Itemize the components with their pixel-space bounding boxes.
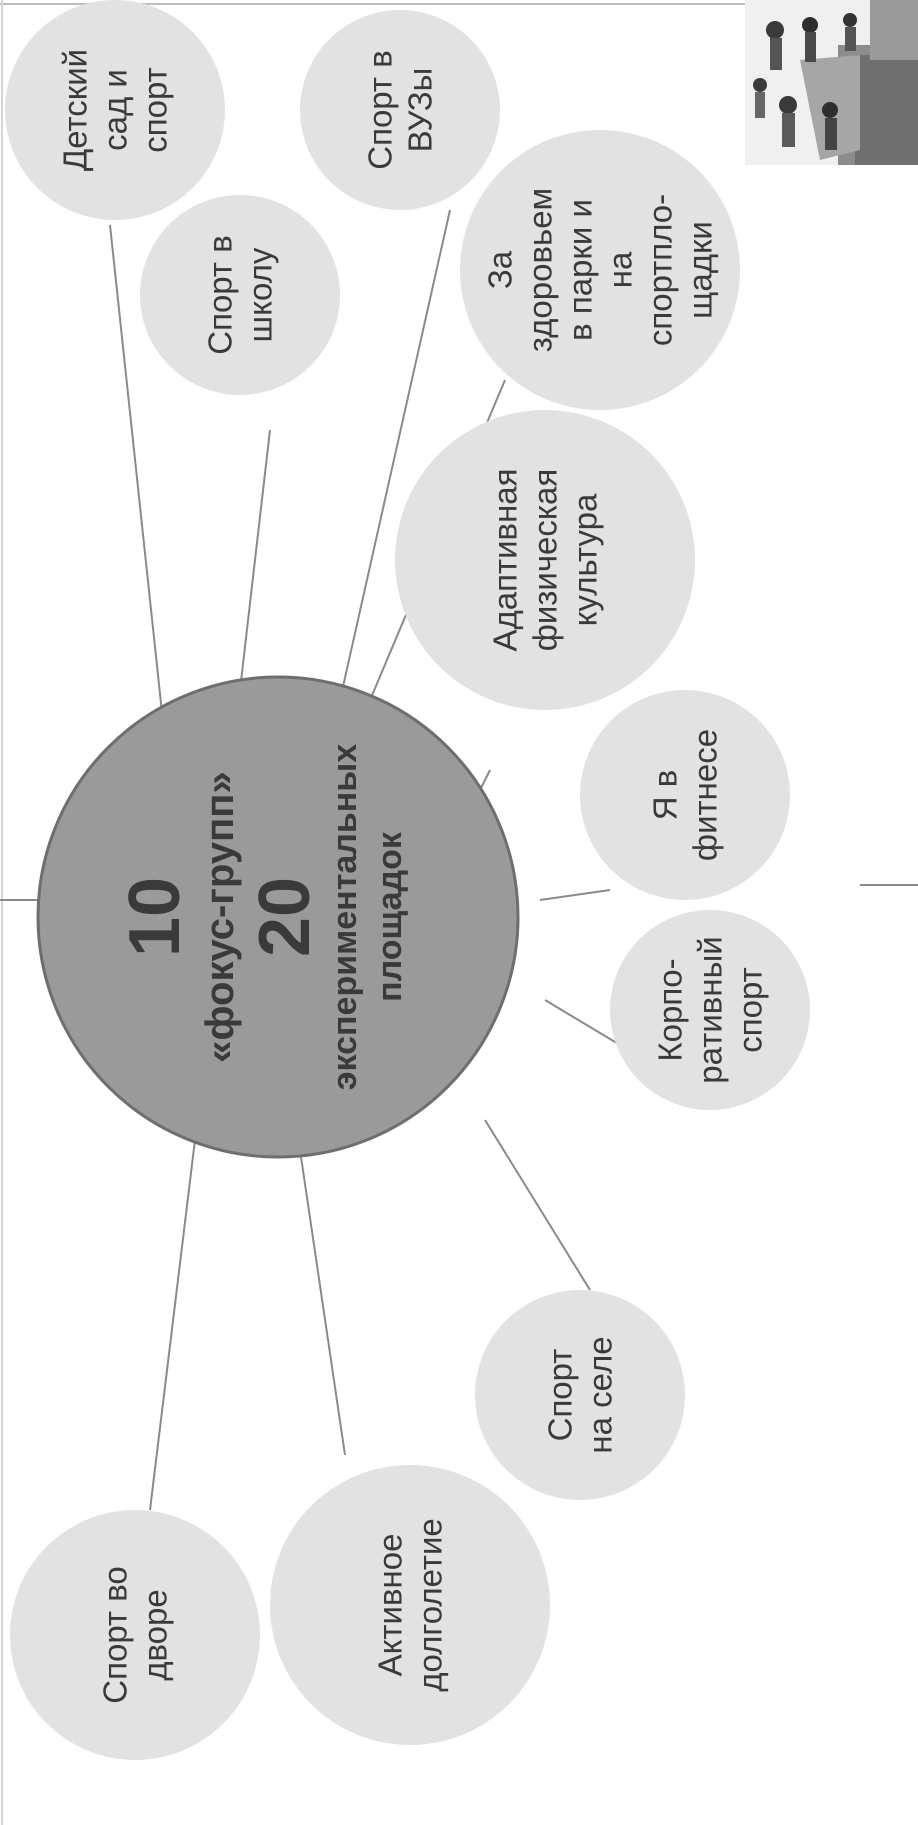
connector-school (239, 429, 271, 691)
node-university-line: ВУЗы (402, 68, 439, 153)
node-adaptive-circle (395, 410, 695, 710)
node-fitness-line: Я в (647, 770, 684, 821)
hub-focus-count: 10 (115, 877, 195, 957)
node-village-circle (475, 1290, 685, 1500)
node-corporate-line: спорт (732, 967, 769, 1052)
node-school-circle (140, 195, 340, 395)
node-village-line: на селе (582, 1336, 619, 1453)
node-school-line: школу (242, 247, 279, 342)
node-adaptive-line: Адаптивная (487, 468, 524, 651)
node-adaptive-line: культура (567, 493, 604, 626)
connector-yard (149, 1139, 196, 1511)
connector-university (339, 209, 451, 701)
connector-village (484, 1119, 591, 1291)
node-longevity-circle (270, 1465, 550, 1745)
node-school-line: Спорт в (202, 235, 239, 355)
node-corporate-line: Корпо- (652, 958, 689, 1061)
node-yard-circle (10, 1510, 260, 1760)
connector-fitness (539, 889, 611, 901)
connector-kindergarten (109, 224, 164, 723)
hub-node: 10 «фокус-групп» 20 экспериментальных пл… (36, 675, 520, 1159)
node-parks-line: здоровьем (522, 188, 559, 352)
node-corporate-circle (610, 910, 810, 1110)
node-kindergarten-line: спорт (137, 67, 174, 152)
people-clipart-image (745, 0, 918, 165)
hub-sites-label-1: экспериментальных (326, 744, 364, 1091)
node-kindergarten-line: сад и (97, 69, 134, 151)
node-parks-line: За (482, 250, 519, 289)
node-longevity-line: Активное (372, 1534, 409, 1677)
node-yard-line: дворе (137, 1589, 174, 1680)
node-parks-line: щадки (682, 221, 719, 319)
node-parks-line: спортпло- (642, 194, 679, 346)
hub-focus-label: «фокус-групп» (198, 771, 242, 1062)
node-longevity-line: долголетие (412, 1518, 449, 1692)
node-fitness-line: фитнесе (687, 729, 724, 861)
connector-longevity (299, 1149, 346, 1456)
node-fitness-circle (580, 690, 790, 900)
node-university-circle (300, 10, 500, 210)
node-corporate-line: ративный (692, 936, 729, 1083)
node-yard-line: Спорт во (97, 1566, 134, 1703)
node-university-line: Спорт в (362, 50, 399, 170)
node-adaptive-line: физическая (527, 469, 564, 652)
node-village-line: Спорт (542, 1349, 579, 1442)
hub-circle (36, 675, 520, 1159)
node-kindergarten-line: Детский (57, 49, 94, 171)
node-parks-line: в парки и (562, 199, 599, 341)
hub-sites-label-2: площадок (371, 831, 409, 1002)
node-parks-circle (460, 130, 740, 410)
node-parks-line: на (602, 251, 639, 288)
hub-sites-count: 20 (245, 877, 325, 957)
node-kindergarten-circle (5, 0, 225, 220)
